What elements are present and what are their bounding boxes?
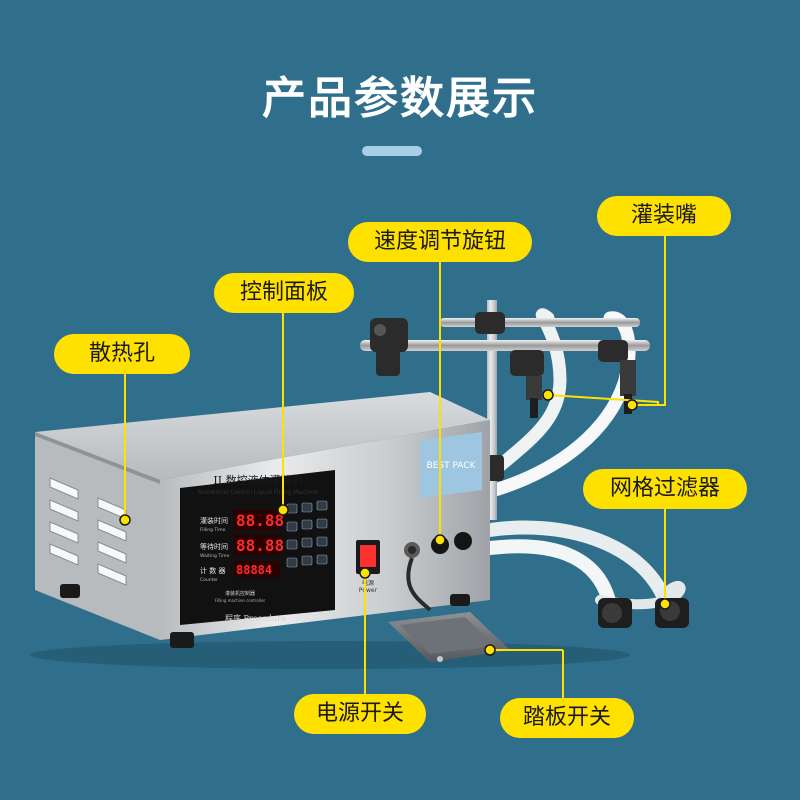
controller-label: 灌装机控制器 bbox=[225, 590, 255, 597]
procedure-label: 程序 Procedure bbox=[225, 613, 286, 623]
pedal-cable bbox=[406, 557, 432, 612]
nozzle-bracket bbox=[360, 300, 650, 520]
brand-sticker-text: BEST PACK bbox=[427, 461, 477, 471]
counter-en: Counter bbox=[200, 577, 218, 583]
callout-speed-knob: 速度调节旋钮 bbox=[348, 222, 532, 262]
callout-nozzle: 灌装嘴 bbox=[597, 196, 731, 236]
brand-sticker: BEST PACK bbox=[420, 432, 482, 498]
callout-mesh-filter: 网格过滤器 bbox=[583, 469, 747, 509]
waiting-time-label: 等待时间 bbox=[200, 542, 228, 551]
floor-shadow bbox=[30, 641, 630, 669]
power-switch[interactable]: 电源 Power bbox=[356, 540, 380, 594]
waiting-time-display: 88.88 bbox=[236, 536, 284, 555]
controller-en: Filling machine controller bbox=[215, 598, 266, 603]
waiting-time-en: Waiting Time bbox=[200, 553, 230, 559]
foot-pedal[interactable] bbox=[388, 612, 510, 662]
title-underline bbox=[362, 146, 422, 156]
panel-title: II 数控液体灌装机 bbox=[213, 473, 302, 487]
keypad[interactable] bbox=[286, 500, 328, 568]
filling-time-en: Filling Time bbox=[200, 527, 226, 533]
power-en: Power bbox=[359, 587, 378, 594]
leader-lines bbox=[124, 236, 666, 700]
power-label: 电源 bbox=[362, 579, 374, 587]
filling-time-label: 灌装时间 bbox=[200, 516, 228, 525]
counter-display: 88884 bbox=[236, 563, 272, 577]
filling-time-display: 88.88 bbox=[236, 511, 284, 530]
callout-pedal-switch: 踏板开关 bbox=[500, 698, 634, 738]
panel-subtitle: Numerical Control Liquid Filling Machine bbox=[198, 489, 319, 496]
control-panel: II 数控液体灌装机 Numerical Control Liquid Fill… bbox=[180, 470, 335, 625]
callout-power-switch: 电源开关 bbox=[294, 694, 426, 734]
counter-label: 计 数 器 bbox=[200, 566, 225, 575]
heat-vents bbox=[49, 477, 127, 586]
leader-dots bbox=[119, 389, 671, 656]
callout-control-panel: 控制面板 bbox=[214, 273, 354, 313]
callout-heat-holes: 散热孔 bbox=[54, 334, 190, 374]
page-title: 产品参数展示 bbox=[262, 73, 538, 124]
